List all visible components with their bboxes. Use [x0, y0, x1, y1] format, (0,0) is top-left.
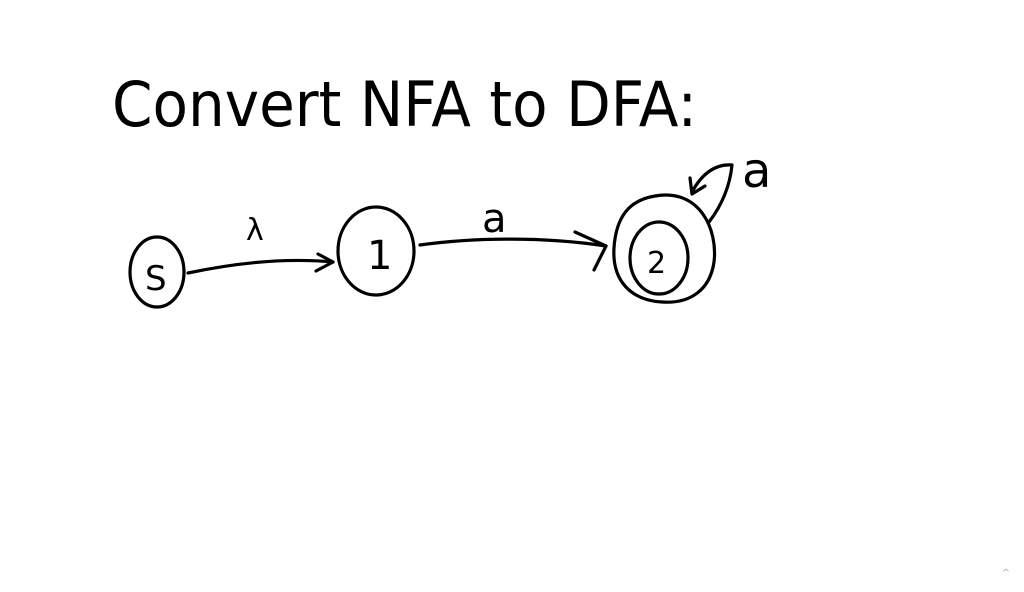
arrowhead-icon	[314, 252, 335, 273]
state-2-inner-circle	[628, 220, 690, 296]
self-loop-line	[690, 163, 734, 224]
state-1: 1	[336, 205, 416, 297]
page-title: Convert NFA to DFA:	[112, 68, 697, 141]
state-2-outer-circle	[612, 193, 717, 304]
edge-2-self-loop: a	[688, 143, 771, 224]
arrowhead-icon	[688, 176, 707, 196]
edge-s-to-1-line	[186, 258, 335, 275]
state-s-circle	[128, 235, 186, 309]
state-2: 2	[612, 193, 717, 304]
edge-1-to-2-label: a	[482, 196, 507, 242]
state-1-circle	[336, 205, 416, 297]
state-1-label: 1	[367, 233, 392, 279]
state-s-label: S	[145, 259, 167, 299]
arrowhead-icon	[573, 230, 608, 272]
state-s: S	[128, 235, 186, 309]
edge-1-to-2: a	[418, 196, 608, 272]
state-2-label: 2	[647, 246, 666, 281]
edge-s-to-1: λ	[186, 213, 335, 275]
edge-s-to-1-label: λ	[246, 213, 264, 248]
scroll-up-icon[interactable]: ^	[1001, 568, 1011, 579]
edge-1-to-2-line	[418, 237, 608, 248]
edge-2-self-loop-label: a	[742, 143, 771, 199]
